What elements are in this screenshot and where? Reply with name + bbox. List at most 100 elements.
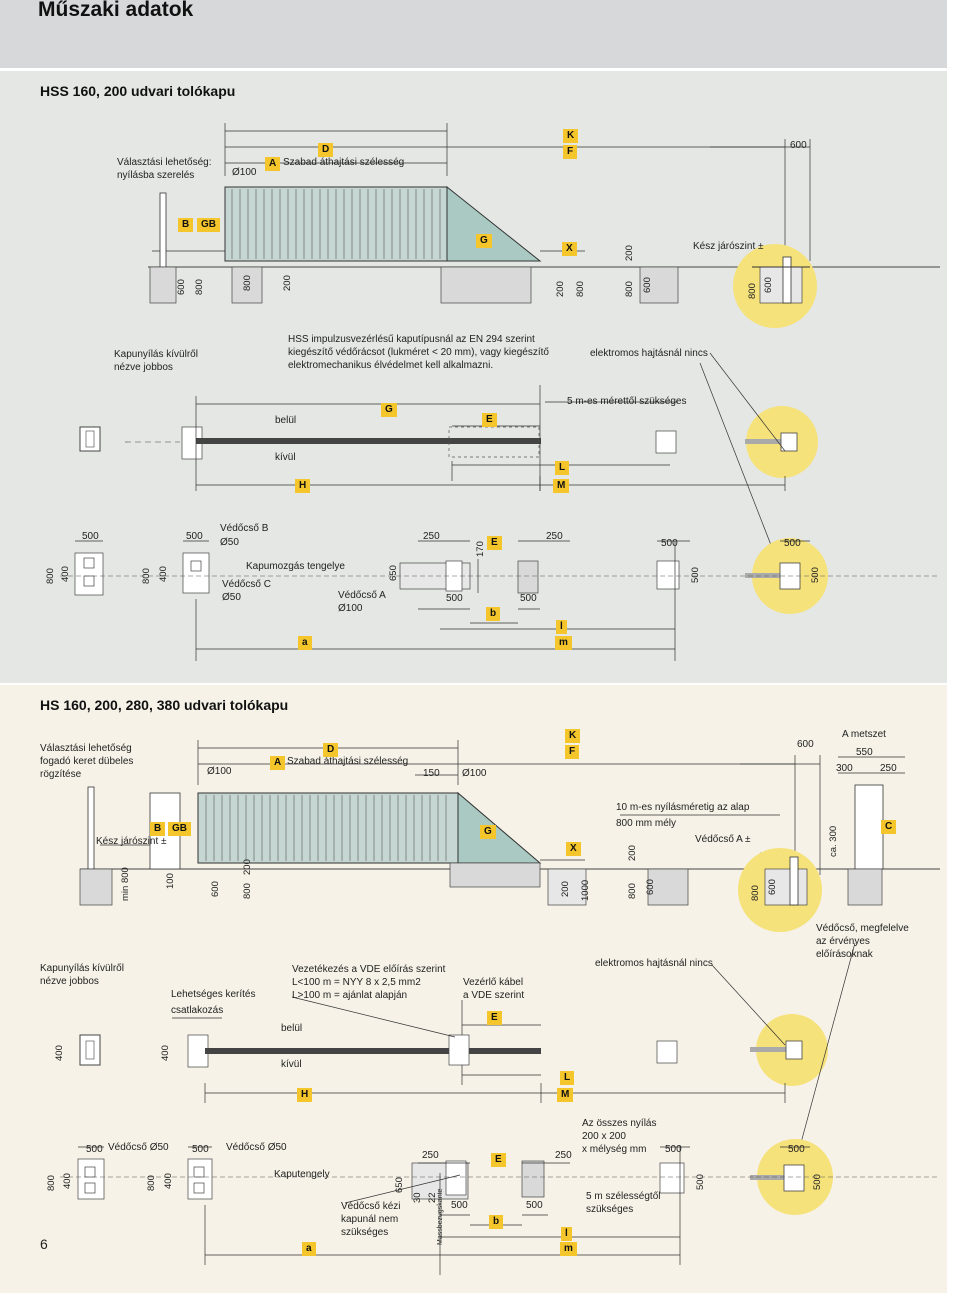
plan-label-E: E bbox=[487, 1011, 502, 1025]
label-A: A bbox=[270, 756, 286, 770]
dim-800-right: 800 bbox=[624, 281, 635, 297]
dim-200-foot: 200 bbox=[282, 275, 293, 291]
dim-400-plan-b: 400 bbox=[160, 1045, 171, 1061]
dim-400-f1: 400 bbox=[60, 566, 71, 582]
inside-label: belül bbox=[281, 1023, 303, 1034]
option-note: Választási lehetőség fogadó keret dübele… bbox=[40, 743, 134, 780]
dim-500-c: 500 bbox=[451, 1200, 468, 1211]
dim-600-r: 600 bbox=[645, 879, 656, 895]
no-electric-note: elektromos hajtásnál nincs bbox=[595, 958, 713, 969]
label-X: X bbox=[562, 242, 577, 256]
page-header: Műszaki adatok bbox=[0, 0, 947, 68]
option-note: Választási lehetőség: nyílásba szerelés bbox=[117, 157, 212, 181]
dim-170: 170 bbox=[475, 541, 486, 557]
label-A: A bbox=[265, 157, 281, 171]
dim-800-circle: 800 bbox=[750, 885, 761, 901]
plan-label-H: H bbox=[295, 479, 311, 493]
dim-500-f: 500 bbox=[690, 567, 701, 583]
page-number: 6 bbox=[40, 1236, 48, 1252]
finished-floor-label: Kész járószint ± bbox=[96, 836, 167, 847]
dim-400-f1: 400 bbox=[62, 1173, 73, 1189]
label-B: B bbox=[178, 218, 194, 232]
dim-500-g: 500 bbox=[784, 538, 801, 549]
dim-500-a: 500 bbox=[86, 1144, 103, 1155]
label-X: X bbox=[566, 842, 581, 856]
found-label-b: b bbox=[489, 1215, 504, 1229]
plan-label-M: M bbox=[557, 1088, 574, 1102]
dim-600-circle: 600 bbox=[767, 879, 778, 895]
tube-a-label: Védőcső A bbox=[338, 590, 386, 601]
dim-650: 650 bbox=[394, 1177, 405, 1193]
dim-500-b: 500 bbox=[192, 1144, 209, 1155]
label-GB: GB bbox=[197, 218, 220, 232]
dim-500-e: 500 bbox=[661, 538, 678, 549]
from-5m-width-note: 5 m szélességtől szükséges bbox=[586, 1191, 661, 1215]
label-C: C bbox=[881, 820, 897, 834]
dim-1000: 1000 bbox=[580, 879, 591, 901]
fence-note-1: Lehetséges kerítés bbox=[171, 989, 256, 1000]
found-label-a: a bbox=[302, 1242, 316, 1256]
dim-550: 550 bbox=[856, 747, 873, 758]
dim-500-d: 500 bbox=[520, 593, 537, 604]
view-note: Kapunyílás kívülről nézve jobbos bbox=[40, 963, 124, 987]
inside-label: belül bbox=[275, 415, 297, 426]
reference-label: Massbezugskante bbox=[437, 1188, 444, 1245]
dim-300: 300 bbox=[836, 763, 853, 774]
dim-250-left: 250 bbox=[422, 1150, 439, 1161]
tube-c-dia: Ø50 bbox=[222, 592, 241, 603]
dim-200-l: 200 bbox=[242, 859, 253, 875]
label-G: G bbox=[480, 825, 496, 839]
label-GB: GB bbox=[168, 822, 191, 836]
label-K: K bbox=[565, 729, 581, 743]
dim-800-f2: 800 bbox=[141, 568, 152, 584]
page-title: Műszaki adatok bbox=[38, 0, 194, 21]
gate-axis-label: Kaputengely bbox=[274, 1169, 330, 1180]
dia100-left: Ø100 bbox=[207, 766, 232, 777]
manual-tube-note: Védőcső kézi kapunál nem szükséges bbox=[341, 1201, 401, 1238]
tube-c-label: Védőcső C bbox=[222, 579, 271, 590]
foundation-note-1: 10 m-es nyílásméretig az alap bbox=[616, 802, 750, 813]
dim-400-plan-a: 400 bbox=[54, 1045, 65, 1061]
control-cable-note: Vezérlő kábel a VDE szerint bbox=[463, 977, 525, 1001]
section-title: HS 160, 200, 280, 380 udvari tolókapu bbox=[40, 697, 289, 713]
label-F: F bbox=[563, 145, 578, 159]
no-electric-note: elektromos hajtásnál nincs bbox=[590, 348, 708, 359]
dia100-right: Ø100 bbox=[462, 768, 487, 779]
found-label-m: m bbox=[555, 636, 572, 650]
all-openings-note: Az összes nyílás 200 x 200 x mélység mm bbox=[582, 1118, 657, 1155]
clear-width-label: Szabad áthajtási szélesség bbox=[283, 157, 405, 168]
plan-label-E: E bbox=[482, 413, 497, 427]
dim-500-a: 500 bbox=[82, 531, 99, 542]
found-label-l: l bbox=[556, 620, 567, 634]
tube50-label-2: Védőcső Ø50 bbox=[226, 1142, 287, 1153]
dim-800-f2: 800 bbox=[146, 1175, 157, 1191]
dim-400-f2: 400 bbox=[163, 1173, 174, 1189]
tube-b-dia: Ø50 bbox=[220, 537, 239, 548]
dim-600-post: 600 bbox=[176, 279, 187, 295]
section-title: HSS 160, 200 udvari tolókapu bbox=[40, 83, 236, 99]
dim-200-cw: 200 bbox=[560, 881, 571, 897]
dim-200-r: 200 bbox=[627, 845, 638, 861]
found-label-a: a bbox=[298, 636, 312, 650]
from-5m-note: 5 m-es mérettől szükséges bbox=[567, 396, 687, 407]
dim-500-h: 500 bbox=[810, 567, 821, 583]
dim-800-f1: 800 bbox=[45, 568, 56, 584]
dim-100: 100 bbox=[165, 873, 176, 889]
dim-400-f2: 400 bbox=[158, 566, 169, 582]
plan-label-L: L bbox=[560, 1071, 575, 1085]
dim-200-right: 200 bbox=[624, 245, 635, 261]
dim-30: 30 bbox=[412, 1192, 423, 1203]
outside-label: kívül bbox=[281, 1059, 302, 1070]
found-label-b: b bbox=[486, 607, 501, 621]
ca300-label: ca. 300 bbox=[828, 825, 839, 857]
safety-note: HSS impulzusvezérlésű kaputípusnál az EN… bbox=[288, 334, 549, 371]
tube-a-dia: Ø100 bbox=[338, 603, 363, 614]
dim-600-l: 600 bbox=[210, 881, 221, 897]
dim-800-l: 800 bbox=[242, 883, 253, 899]
outside-label: kívül bbox=[275, 452, 296, 463]
clear-width-label: Szabad áthajtási szélesség bbox=[287, 756, 409, 767]
dia100-label: Ø100 bbox=[232, 167, 257, 178]
label-B: B bbox=[150, 822, 166, 836]
dim-150: 150 bbox=[423, 768, 440, 779]
dim-800-f1: 800 bbox=[46, 1175, 57, 1191]
